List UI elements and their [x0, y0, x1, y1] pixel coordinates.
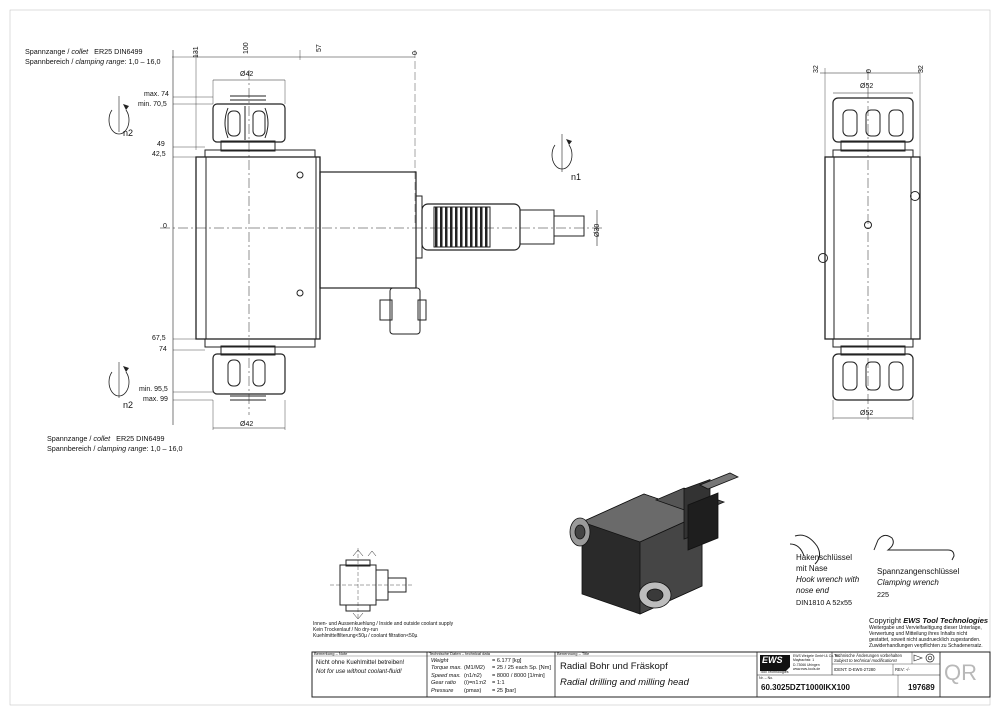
tech-data-label: Pressure [431, 687, 454, 694]
dim-min705: min. 70,5 [138, 101, 167, 108]
tech-data-unit: (pmax) [464, 687, 482, 694]
hook-wrench-en2: nose end [796, 586, 829, 595]
dim-57: 57 [316, 44, 323, 52]
label-n1: n1 [571, 172, 582, 182]
collet-top-line2: Spannbereich / clamping range: 1,0 – 16,… [25, 57, 161, 66]
iso-view [569, 472, 739, 615]
order-number: 197689 [908, 683, 935, 692]
clamp-wrench-de: Spannzangenschlüssel [877, 567, 960, 576]
hook-wrench-de2: mit Nase [796, 564, 828, 573]
tech-data-unit: (n1/n2) [464, 672, 482, 679]
dim-dia52-bottom: Ø52 [860, 410, 874, 417]
tech-data-value: = 1:1 [492, 680, 505, 687]
dim-max74: max. 74 [144, 91, 169, 98]
tech-data-row: Pressure (pmax) = 25 [bar] [431, 688, 516, 694]
tech-data-label: Weight [431, 658, 449, 664]
tech-data-row: Speed max.(n1/n2) = 8000 / 8000 [1/min] [431, 673, 545, 679]
dim-0-top: 0 [412, 51, 419, 55]
revision: REV: -/- [895, 667, 910, 672]
dim-0-side: 0 [866, 69, 873, 73]
logo-subtitle: Tool Technologies [760, 670, 789, 674]
dim-dia42-bottom: Ø42 [240, 421, 254, 428]
tech-data-label: Speed max. [431, 672, 461, 679]
number-header: Nr. – No. [759, 676, 774, 680]
copyright-title: Copyright EWS Tool Technologies [869, 616, 989, 625]
note-de: Nicht ohne Kuehlmittel betreiben! [316, 660, 405, 666]
copyright-l2: Verwertung und Mitteilung ihres Inhalts … [869, 631, 968, 637]
note-header: Bemerkung – Note [314, 651, 348, 656]
tech-data-value: = 25 / 25 each Sp. [Nm] [492, 665, 551, 672]
tech-data-unit: (M1/M2) [464, 665, 485, 672]
company-address-line: D-73066 Uhingen [793, 662, 820, 667]
hook-wrench-de1: Hakenschlüssel [796, 553, 853, 562]
dim-49: 49 [157, 141, 165, 148]
description-header: Benennung – Title [557, 651, 590, 656]
copyright-l1: Weitergabe und Vervielfaeltigung dieser … [869, 625, 982, 631]
hook-wrench-en1: Hook wrench with [796, 575, 860, 584]
company-address-line: EWS Weigele GmbH & Co. KG [793, 654, 840, 658]
coolant-note-3: Kuehlmittelfilterung<50µ / coolant filtr… [313, 633, 418, 639]
change-note-de: Technische Änderungen vorbehalten [834, 653, 902, 658]
dim-32-right: 32 [918, 65, 925, 73]
change-note-en: Subject to technical modifications! [834, 658, 898, 663]
logo-text: EWS [762, 655, 783, 665]
dim-max99: max. 99 [143, 396, 168, 403]
label-n2-bottom: n2 [123, 400, 134, 410]
collet-bottom-line2: Spannbereich / clamping range: 1,0 – 16,… [47, 444, 183, 453]
coolant-note-2: Kein Trockenlauf / No dry-run [313, 627, 379, 633]
copyright-l3: gestattet, soweit nicht ausdruecklich zu… [869, 637, 981, 643]
tech-data-row: Torque max.(M1/M2) = 25 / 25 each Sp. [Nm… [431, 665, 551, 671]
tech-data-unit: (i)=n1:n2 [464, 680, 487, 687]
dim-0-left: 0 [163, 223, 167, 230]
ident: IDENT: D-EWS-27280 [834, 667, 876, 672]
tech-data-row: Weight = 6.177 [kg] [431, 658, 521, 664]
tech-data-value: = 25 [bar] [492, 687, 516, 694]
company-address-line: www.ews-tools.de [793, 667, 821, 672]
ews-logo [760, 655, 790, 671]
dim-dia30: Ø30 [594, 223, 601, 237]
tech-header: Technische Daten – technical data [429, 651, 490, 656]
qr-code-placeholder: QR [944, 660, 977, 685]
collet-bottom-line1: Spannzange / collet ER25 DIN6499 [47, 434, 165, 443]
description-en: Radial drilling and milling head [560, 677, 689, 688]
tech-data-row: Gear ratio (i)=n1:n2 = 1:1 [431, 680, 505, 686]
clamp-wrench-en: Clamping wrench [877, 578, 939, 587]
dim-131: 131 [193, 46, 200, 58]
copyright-l4: Zuwiderhandlungen verpflichten zu Schade… [869, 643, 983, 649]
coolant-note-1: Innen- und Aussenkuehlung / Inside and o… [313, 621, 454, 627]
label-n2-top: n2 [123, 128, 134, 138]
tech-data-label: Torque max. [431, 665, 462, 672]
tech-data-value: = 6.177 [kg] [492, 658, 522, 664]
dim-dia42-top: Ø42 [240, 71, 254, 78]
part-number: 60.3025DZT1000IKX100 [761, 683, 850, 692]
tech-data-value: = 8000 / 8000 [1/min] [492, 672, 545, 679]
hook-wrench-spec: DIN1810 A 52x55 [796, 598, 852, 607]
dim-42-5: 42,5 [152, 151, 166, 158]
dim-dia52-top: Ø52 [860, 83, 874, 90]
dim-74: 74 [159, 346, 167, 353]
dim-100: 100 [243, 42, 250, 54]
company-address-line: Maybachstr. 1 [793, 658, 815, 663]
dim-67-5: 67,5 [152, 335, 166, 342]
note-en: Not for use without coolant-fluid! [316, 669, 402, 675]
dim-min955: min. 95,5 [139, 386, 168, 393]
tech-data-label: Gear ratio [431, 680, 456, 687]
collet-top-line1: Spannzange / collet ER25 DIN6499 [25, 47, 143, 56]
dim-32-left: 32 [813, 65, 820, 73]
clamp-wrench-spec: 225 [877, 590, 889, 599]
description-de: Radial Bohr und Fräskopf [560, 661, 668, 672]
